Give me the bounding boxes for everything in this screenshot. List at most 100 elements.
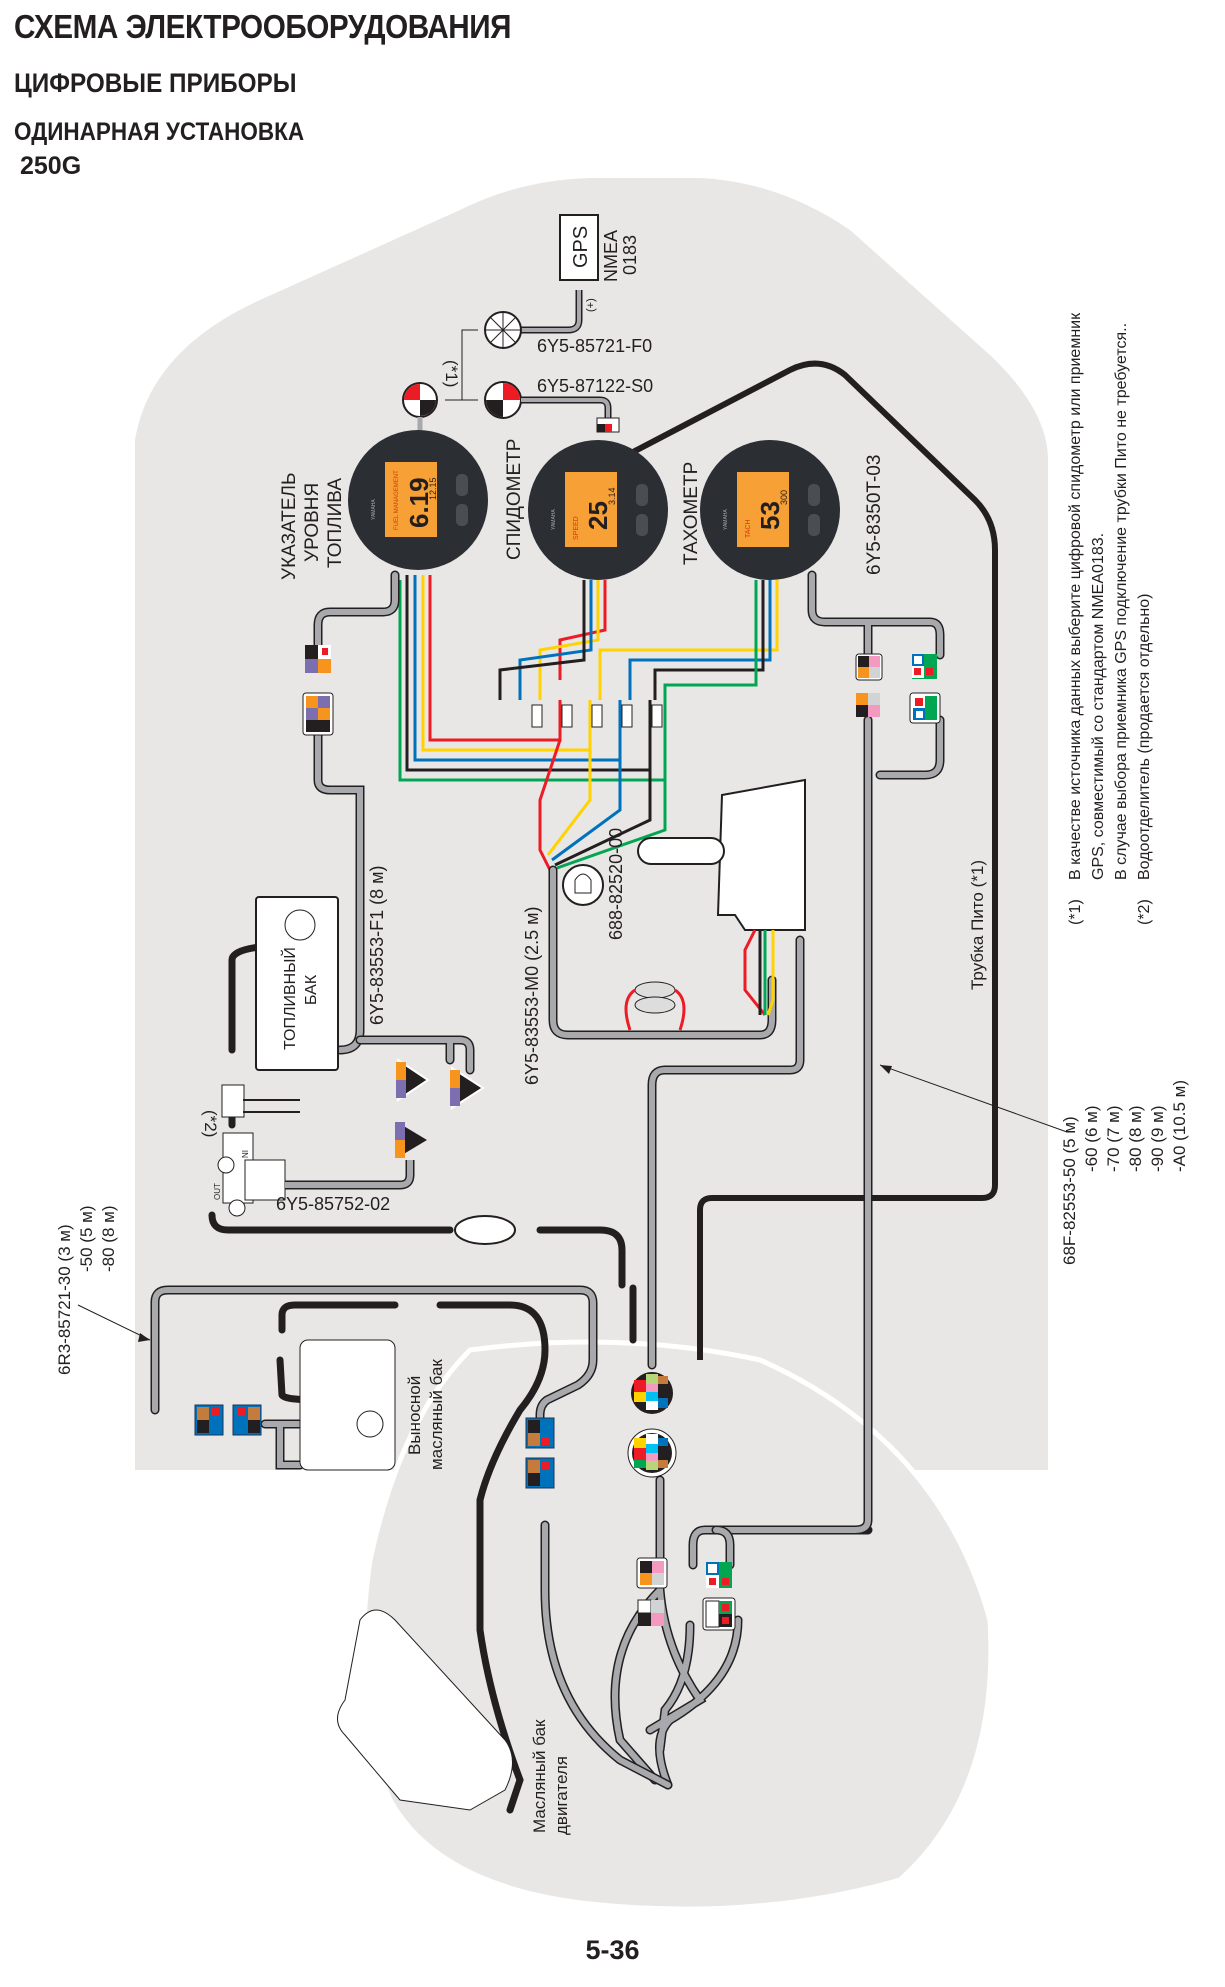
svg-text:БАК: БАК: [303, 974, 320, 1005]
svg-text:масляный бак: масляный бак: [427, 1359, 446, 1470]
pitot-sensor-part: 6Y5-87122-S0: [537, 376, 653, 396]
nmea-label: NMEA: [601, 230, 621, 282]
svg-text:300: 300: [779, 490, 789, 505]
main-harness-connector-icon: [627, 1428, 677, 1478]
triangle-connector-icon: [450, 1066, 485, 1110]
main-harness-connector-icon: [631, 1372, 673, 1414]
fuel-tank-label: ТОПЛИВНЫЙ: [280, 947, 299, 1050]
speedometer-label: СПИДОМЕТР: [504, 439, 525, 560]
connector-icon: [302, 692, 334, 736]
svg-text:(*1): (*1): [1067, 899, 1084, 925]
svg-text:двигателя: двигателя: [552, 1756, 571, 1835]
water-separator: IN OUT: [213, 1084, 286, 1217]
svg-text:-A0 (10.5 м): -A0 (10.5 м): [1170, 1080, 1189, 1172]
buzzer-icon: [562, 864, 604, 906]
svg-text:-70 (7 м): -70 (7 м): [1104, 1106, 1123, 1172]
connector-icon: [855, 653, 883, 681]
fuel-gauge: FUEL MANAGEMENT 6.19 12.15 YAMAHA: [348, 430, 488, 570]
primer-bulb-icon: [454, 1215, 516, 1245]
model-label: 250G: [20, 152, 82, 180]
buzzer-part: 688-82520-00: [606, 828, 626, 940]
connector-icon: [525, 1417, 555, 1449]
svg-text:53: 53: [755, 501, 785, 530]
section-title: ОДИНАРНАЯ УСТАНОВКА: [14, 118, 305, 146]
engine-oil-tank-label: Масляный бак: [530, 1719, 549, 1833]
speedometer-gauge: SPEED 25 3.14 YAMAHA: [528, 440, 668, 580]
fuel-harness-part: 6Y5-83553-F1 (8 м): [367, 866, 387, 1025]
fuel-tank: [255, 896, 339, 1071]
svg-text:В случае выбора приемника GPS: В случае выбора приемника GPS подключени…: [1113, 323, 1130, 880]
connector-icon: [637, 1599, 664, 1626]
harness-cables: [150, 570, 945, 1790]
page-subtitle: ЦИФРОВЫЕ ПРИБОРЫ: [14, 68, 297, 98]
fuel-sender-icon: [284, 909, 316, 941]
connector-icon: [194, 1404, 224, 1436]
signal-wires: [398, 575, 779, 871]
connector-icon: [706, 1562, 732, 1588]
gps-label: GPS: [570, 226, 592, 268]
main-harness-part: 6Y5-83553-M0 (2.5 м): [522, 907, 542, 1085]
svg-text:SPEED: SPEED: [573, 516, 580, 540]
remote-control-box: [716, 778, 806, 931]
tachometer-gauge: TACH 53 300 YAMAHA: [700, 440, 840, 580]
svg-text:УРОВНЯ: УРОВНЯ: [302, 483, 323, 562]
svg-text:6.19: 6.19: [404, 477, 434, 528]
page-number: 5-36: [585, 1935, 640, 1965]
svg-text:12.15: 12.15: [428, 477, 438, 500]
triangle-connector-icon: [396, 1058, 430, 1102]
svg-text:-50 (5 м): -50 (5 м): [77, 1206, 96, 1272]
fuse-icon: [634, 996, 676, 1014]
svg-text:YAMAHA: YAMAHA: [723, 509, 729, 530]
svg-text:OUT: OUT: [213, 1183, 222, 1200]
boat-panel: [135, 178, 1048, 1470]
gps-cable-part: 6Y5-85721-F0: [537, 336, 652, 356]
footnotes: (*1) В качестве источника данных выберит…: [1067, 312, 1153, 925]
triangle-connector-icon: [395, 1122, 427, 1158]
svg-text:68F-82553-50 (5 м): 68F-82553-50 (5 м): [1060, 1116, 1079, 1265]
gps-polarity: (+): [585, 298, 597, 312]
remote-oil-tank: [299, 1339, 396, 1471]
nmea-number: 0183: [620, 235, 640, 275]
bullet-connectors: [531, 704, 663, 728]
pitot-hose-part: 68F-82553-50 (5 м) -60 (6 м) -70 (7 м) -…: [1060, 1080, 1189, 1265]
connector-icon: [305, 645, 331, 673]
svg-text:6R3-85721-30 (3 м): 6R3-85721-30 (3 м): [55, 1224, 74, 1375]
note2-marker: (*2): [201, 1110, 220, 1137]
fuse-icon: [634, 981, 676, 999]
svg-text:УКАЗАТЕЛЬ: УКАЗАТЕЛЬ: [279, 473, 300, 580]
connector-icon: [636, 1557, 668, 1589]
gps-receiver: GPS NMEA 0183 (+): [559, 214, 640, 312]
pitot-tube-label: Трубка Пито (*1): [968, 860, 987, 990]
engine-oil-tank: [337, 1609, 513, 1811]
connector-icon: [525, 1457, 555, 1489]
svg-text:25: 25: [583, 501, 613, 530]
svg-text:-60 (6 м): -60 (6 м): [1082, 1106, 1101, 1172]
svg-text:3.14: 3.14: [607, 487, 617, 505]
svg-text:TACH: TACH: [745, 519, 752, 538]
svg-text:-90 (9 м): -90 (9 м): [1148, 1106, 1167, 1172]
oil-cable-part: 6R3-85721-30 (3 м) -50 (5 м) -80 (8 м): [55, 1206, 118, 1375]
svg-text:Водоотделитель (продается отде: Водоотделитель (продается отдельно): [1136, 594, 1153, 880]
connector-icon: [912, 654, 937, 679]
svg-text:(*2): (*2): [1136, 899, 1153, 925]
remote-oil-tank-label: Выносной: [405, 1376, 424, 1455]
svg-text:IN: IN: [240, 1150, 249, 1158]
svg-text:YAMAHA: YAMAHA: [371, 499, 377, 520]
page-title: СХЕМА ЭЛЕКТРООБОРУДОВАНИЯ: [14, 8, 512, 45]
tachometer-label: ТАХОМЕТР: [681, 462, 702, 565]
svg-text:YAMAHA: YAMAHA: [551, 509, 557, 530]
connector-icon: [856, 693, 880, 717]
remote-control-lever: [637, 837, 725, 865]
note1-marker-top: (*1): [442, 360, 461, 387]
svg-text:FUEL MANAGEMENT: FUEL MANAGEMENT: [394, 470, 400, 530]
connector-icon: [702, 1597, 736, 1631]
svg-text:-80 (8 м): -80 (8 м): [1126, 1106, 1145, 1172]
connector-icon: [909, 692, 941, 724]
water-separator-part: 6Y5-85752-02: [276, 1194, 390, 1214]
svg-text:В качестве источника данных вы: В качестве источника данных выберите циф…: [1067, 312, 1084, 880]
svg-text:GPS, совместимый со стандартом: GPS, совместимый со стандартом NMEA0183.: [1090, 533, 1107, 880]
tachometer-part: 6Y5-8350T-03: [864, 455, 885, 575]
svg-text:-80 (8 м): -80 (8 м): [99, 1206, 118, 1272]
svg-text:ТОПЛИВА: ТОПЛИВА: [325, 478, 346, 568]
